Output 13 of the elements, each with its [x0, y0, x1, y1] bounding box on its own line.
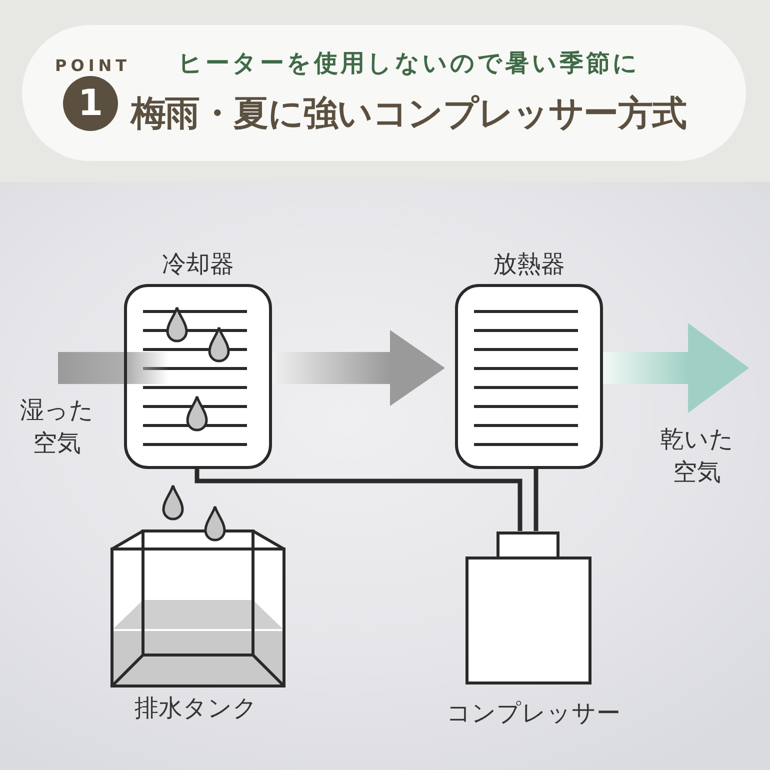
unit-label: 冷却器 [162, 249, 234, 279]
point-number-badge: 1 [63, 76, 118, 131]
refrigerant-pipe [194, 469, 522, 531]
unit-label: 放熱器 [493, 249, 565, 279]
subtitle: ヒーターを使用しないので暑い季節に [178, 49, 640, 78]
air-label: 乾いた空気 [659, 424, 735, 488]
airflow-arrow [603, 323, 749, 413]
refrigerant-pipe [534, 469, 538, 531]
title-heading: 梅雨・夏に強いコンプレッサー方式 [131, 93, 686, 135]
unit-label: コンプレッサー [446, 698, 620, 728]
air-label: 湿った空気 [19, 395, 95, 459]
unit-label: 排水タンク [134, 693, 258, 723]
point-label: POINT [55, 56, 131, 76]
